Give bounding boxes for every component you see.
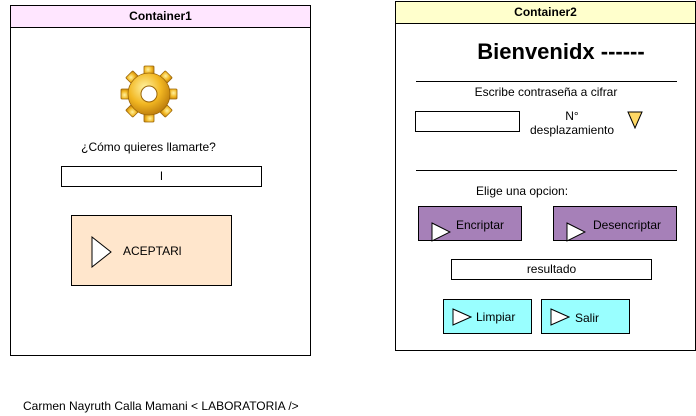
gear-icon	[119, 64, 179, 124]
footer-credit: Carmen Nayruth Calla Mamani < LABORATORI…	[23, 399, 299, 413]
decrypt-button-label: Desencriptar	[593, 218, 662, 232]
encrypt-button[interactable]: Encriptar	[418, 206, 522, 242]
container1-header: Container1	[11, 6, 310, 28]
result-field: resultado	[451, 259, 652, 280]
divider-middle	[416, 170, 677, 171]
container2-header: Container2	[396, 2, 695, 24]
shift-label-line2: desplazamiento	[529, 123, 615, 137]
play-icon	[566, 222, 586, 242]
accept-button[interactable]: ACEPTARl	[71, 215, 232, 286]
exit-button[interactable]: Salir	[541, 299, 630, 334]
clear-button-label: Limpiar	[476, 310, 516, 324]
option-prompt: Elige una opcion:	[476, 184, 569, 198]
decrypt-button[interactable]: Desencriptar	[553, 206, 677, 242]
name-question: ¿Cómo quieres llamarte?	[81, 140, 216, 154]
container2: Container2 Bienvenidx ------ Escribe con…	[395, 1, 696, 351]
encrypt-button-label: Encriptar	[456, 218, 505, 232]
clear-button[interactable]: Limpiar	[443, 299, 532, 334]
play-icon	[550, 308, 570, 326]
name-input[interactable]: l	[61, 166, 262, 187]
welcome-title: Bienvenidx ------	[477, 39, 645, 64]
play-icon	[91, 236, 112, 268]
shift-label: N° desplazamiento	[522, 109, 622, 137]
play-icon	[431, 222, 451, 242]
accept-button-label: ACEPTARl	[123, 244, 182, 258]
divider-top	[416, 81, 677, 82]
triangle-down-icon[interactable]	[627, 111, 643, 129]
password-prompt: Escribe contraseña a cifrar	[474, 85, 618, 99]
shift-label-line1: N°	[565, 109, 579, 123]
container1: Container1	[10, 5, 311, 356]
exit-button-label: Salir	[575, 311, 600, 325]
play-icon	[452, 308, 472, 326]
password-input[interactable]	[415, 111, 520, 132]
